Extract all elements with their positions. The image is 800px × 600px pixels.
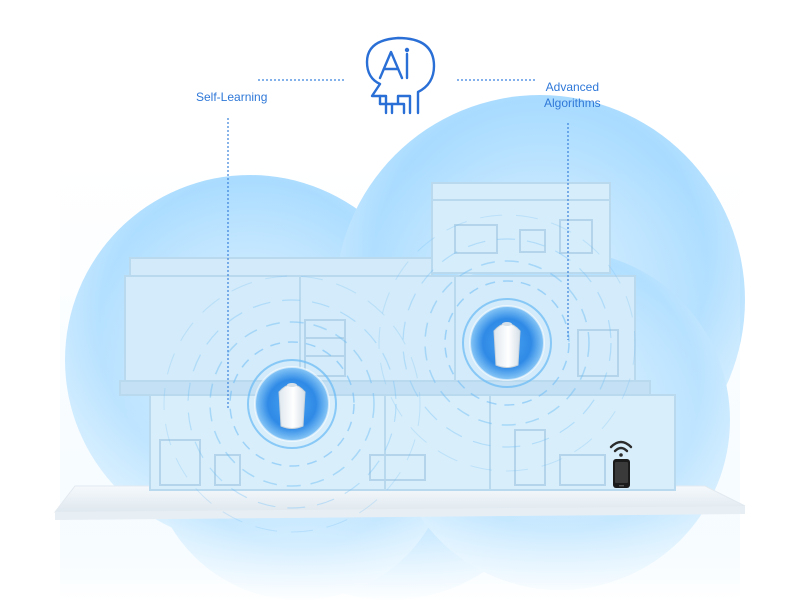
wifi-rings-left	[163, 275, 421, 533]
house-base	[53, 485, 746, 520]
advanced-algorithms-label-line1: Advanced	[545, 80, 600, 94]
connector-lines	[227, 79, 569, 410]
furniture-hints	[159, 219, 619, 486]
smartphone-wifi-icon	[609, 440, 633, 488]
advanced-algorithms-label-line2: Algorithms	[544, 96, 601, 110]
mesh-router-icon	[469, 305, 545, 381]
ai-head-icon	[365, 36, 436, 115]
self-learning-label: Self-Learning	[196, 90, 268, 104]
mesh-router-icon	[254, 366, 330, 442]
advanced-algorithms-label: Advanced Algorithms	[544, 79, 601, 111]
wifi-rings-right	[378, 214, 636, 472]
